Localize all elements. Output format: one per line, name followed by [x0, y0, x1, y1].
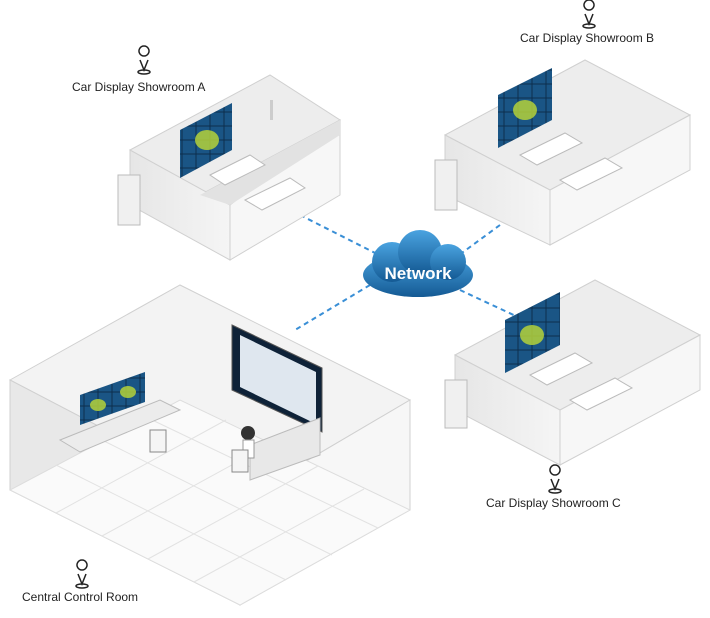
cloud-icon — [363, 230, 473, 297]
location-pin-icon — [548, 464, 562, 494]
chair-icon — [149, 429, 249, 473]
link-showroom-c — [459, 289, 521, 319]
network-label: Network — [384, 264, 452, 283]
car-icon — [518, 132, 624, 191]
link-control-room — [294, 284, 371, 331]
location-pin-icon — [582, 0, 596, 29]
showroom-a-room — [117, 74, 341, 261]
car-icon — [209, 154, 306, 211]
car-icon — [528, 352, 634, 411]
location-pin-icon — [75, 559, 89, 589]
showroom-a-label: Car Display Showroom A — [72, 80, 206, 94]
monitor-icon — [80, 372, 145, 425]
control-room — [8, 284, 412, 606]
showroom-c-label: Car Display Showroom C — [486, 496, 621, 510]
link-showroom-a — [299, 214, 386, 259]
control-room-label: Central Control Room — [22, 590, 139, 604]
showroom-b-label: Car Display Showroom B — [520, 31, 655, 45]
showroom-b-room — [434, 59, 692, 246]
location-pin-icon — [137, 45, 151, 75]
showroom-c-room — [444, 279, 702, 466]
